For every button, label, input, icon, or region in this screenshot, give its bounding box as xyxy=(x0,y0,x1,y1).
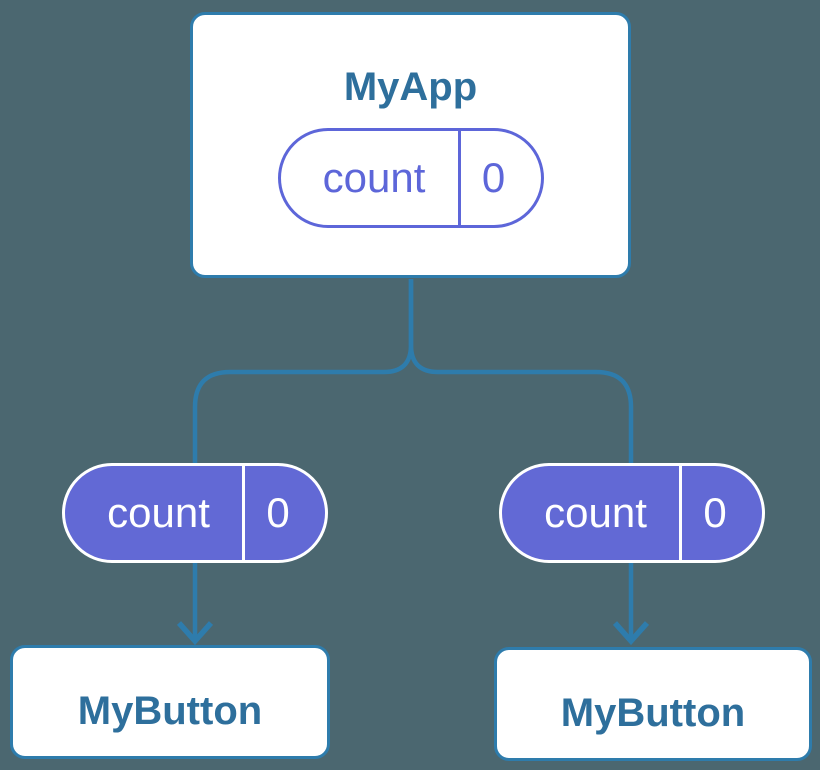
prop-key-label: count xyxy=(107,489,210,536)
prop-value-label: 0 xyxy=(703,489,727,536)
state-value-label: 0 xyxy=(481,154,506,201)
node-title-mybutton-left: MyButton xyxy=(77,689,263,733)
connector-branch-right xyxy=(408,279,634,637)
pill-divider xyxy=(242,466,245,560)
node-title-mybutton-right: MyButton xyxy=(560,691,746,735)
node-myapp: MyApp count 0 xyxy=(190,12,631,278)
node-mybutton-right: MyButton xyxy=(494,647,812,761)
prop-pill-right: count 0 xyxy=(499,463,765,563)
prop-value-label: 0 xyxy=(266,489,290,536)
prop-key-label: count xyxy=(544,489,647,536)
pill-divider xyxy=(457,131,461,225)
node-title-myapp: MyApp xyxy=(343,65,478,109)
state-pill-myapp: count 0 xyxy=(277,128,544,228)
pill-divider xyxy=(679,466,682,560)
arrowhead-right-icon xyxy=(612,621,650,646)
prop-pill-left: count 0 xyxy=(62,463,328,563)
state-key-label: count xyxy=(322,154,426,201)
connector-branch-left xyxy=(192,279,414,637)
arrowhead-left-icon xyxy=(176,621,214,646)
node-mybutton-left: MyButton xyxy=(10,645,330,759)
